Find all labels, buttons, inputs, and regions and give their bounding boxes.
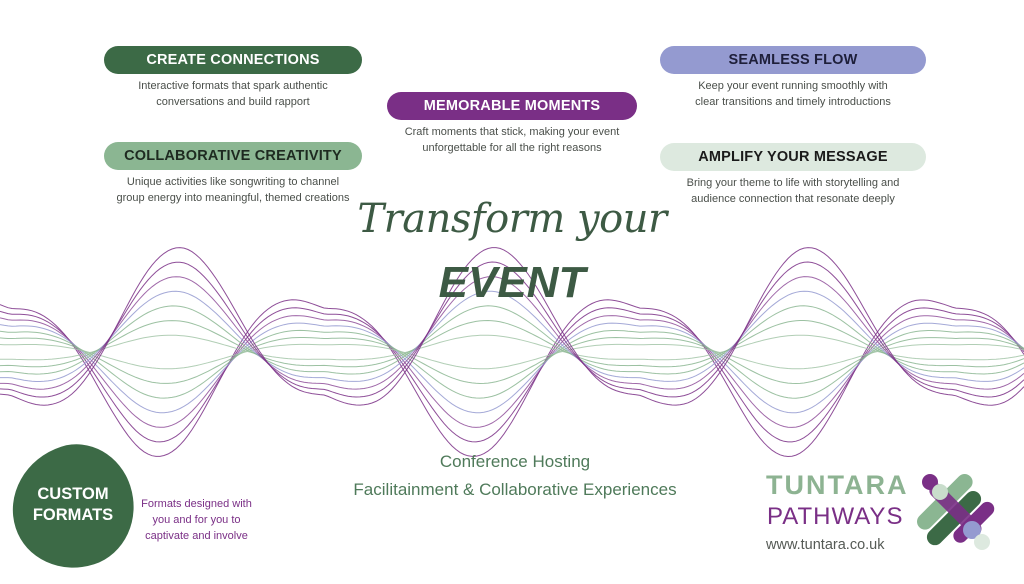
wave-line <box>0 305 1024 375</box>
wave-line <box>0 334 1024 361</box>
service-conference-hosting: Conference Hosting <box>439 452 591 471</box>
brand-name-pathways: PATHWAYS <box>767 503 904 530</box>
custom-formats-title-line: CUSTOM <box>37 485 109 503</box>
wave-line <box>0 247 1024 406</box>
wave-line <box>0 329 1024 399</box>
wave-line <box>0 290 1024 382</box>
seamless-flow-desc-line: clear transitions and timely introductio… <box>695 96 891 108</box>
create-connections-title: CREATE CONNECTIONS <box>146 52 320 68</box>
seamless-flow-desc: Keep your event running smoothly with cl… <box>660 78 926 110</box>
brand-url: www.tuntara.co.uk <box>766 537 885 553</box>
memorable-moments-desc-line: Craft moments that stick, making your ev… <box>404 126 620 138</box>
collaborative-creativity-desc-line: group energy into meaningful, themed cre… <box>116 192 350 204</box>
create-connections-pill: CREATE CONNECTIONS <box>104 46 362 74</box>
create-connections-desc: Interactive formats that spark authentic… <box>104 78 362 110</box>
headline-event: EVENT <box>438 258 586 307</box>
custom-formats-desc: Formats designed with you and for you to… <box>134 496 259 544</box>
wave-line <box>0 322 1024 414</box>
memorable-moments-desc-line: unforgettable for all the right reasons <box>422 142 602 154</box>
seamless-flow-desc-line: Keep your event running smoothly with <box>698 80 888 92</box>
custom-formats-desc-line: you and for you to <box>152 514 241 526</box>
amplify-message-title: AMPLIFY YOUR MESSAGE <box>698 149 888 165</box>
memorable-moments-title: MEMORABLE MOMENTS <box>423 98 601 114</box>
memorable-moments-desc: Craft moments that stick, making your ev… <box>380 124 644 156</box>
custom-formats-title-line: FORMATS <box>32 506 114 524</box>
custom-formats-desc-line: captivate and involve <box>145 530 248 542</box>
wave-line <box>0 315 1024 428</box>
create-connections-desc-line: conversations and build rapport <box>156 96 310 108</box>
seamless-flow-title: SEAMLESS FLOW <box>728 52 858 68</box>
wave-line <box>0 336 1024 385</box>
custom-formats-title: CUSTOM FORMATS <box>12 484 134 526</box>
seamless-flow-pill: SEAMLESS FLOW <box>660 46 926 74</box>
wave-line <box>0 319 1024 368</box>
amplify-message-desc-line: audience connection that resonate deeply <box>691 193 895 205</box>
amplify-message-pill: AMPLIFY YOUR MESSAGE <box>660 143 926 171</box>
headline-transform: Transform your <box>357 196 667 242</box>
wave-line <box>0 276 1024 390</box>
amplify-message-desc-line: Bring your theme to life with storytelli… <box>686 177 900 189</box>
collaborative-creativity-title: COLLABORATIVE CREATIVITY <box>124 148 342 164</box>
create-connections-desc-line: Interactive formats that spark authentic <box>138 80 328 92</box>
service-facilitainment: Facilitainment & Collaborative Experienc… <box>353 480 677 499</box>
collaborative-creativity-desc: Unique activities like songwriting to ch… <box>94 174 372 206</box>
collaborative-creativity-desc-line: Unique activities like songwriting to ch… <box>126 176 340 188</box>
custom-formats-desc-line: Formats designed with <box>141 498 252 510</box>
collaborative-creativity-pill: COLLABORATIVE CREATIVITY <box>104 142 362 170</box>
wave-line <box>0 307 1024 443</box>
wave-line <box>0 343 1024 370</box>
tuntara-pathways-logo-icon <box>917 474 995 550</box>
brand-name-tuntara: TUNTARA <box>766 470 909 500</box>
wave-line <box>0 261 1024 398</box>
memorable-moments-pill: MEMORABLE MOMENTS <box>387 92 637 120</box>
amplify-message-desc: Bring your theme to life with storytelli… <box>650 175 936 207</box>
